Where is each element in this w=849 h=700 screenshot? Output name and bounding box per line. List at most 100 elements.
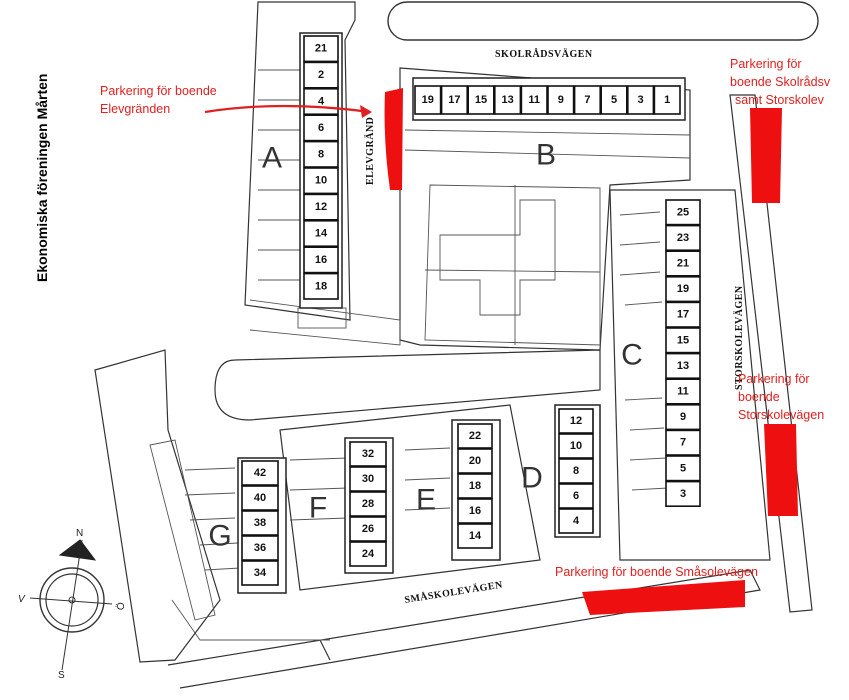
unit-c-4: 17 bbox=[665, 301, 701, 328]
unit-number: 18 bbox=[315, 280, 327, 292]
unit-b-3: 13 bbox=[493, 85, 522, 115]
unit-c-0: 25 bbox=[665, 199, 701, 226]
parking-storskolevagen bbox=[764, 424, 798, 516]
unit-number: 34 bbox=[254, 567, 267, 579]
street-storskolevagen: STORSKOLEVÄGEN bbox=[732, 285, 745, 390]
unit-b-9: 1 bbox=[653, 85, 681, 115]
unit-e-0: 22 bbox=[457, 423, 493, 449]
unit-c-5: 15 bbox=[665, 327, 701, 354]
parking-elevgranden bbox=[384, 88, 403, 190]
unit-number: 21 bbox=[315, 43, 327, 55]
unit-a-0: 21 bbox=[303, 35, 339, 63]
unit-a-9: 18 bbox=[303, 272, 339, 300]
unit-number: 14 bbox=[315, 228, 328, 240]
unit-e-3: 16 bbox=[457, 498, 493, 524]
unit-number: 18 bbox=[469, 480, 481, 492]
unit-b-4: 11 bbox=[520, 85, 548, 115]
compass-v: V bbox=[18, 594, 26, 605]
unit-number: 24 bbox=[362, 548, 375, 560]
block-letter-g: G bbox=[208, 520, 231, 553]
block-letter-f: F bbox=[309, 492, 327, 525]
street-elevgranden: ELEVGRÄND bbox=[363, 117, 376, 185]
unit-number: 20 bbox=[469, 455, 481, 467]
unit-number: 23 bbox=[677, 232, 689, 244]
unit-number: 5 bbox=[611, 94, 617, 106]
unit-b-5: 9 bbox=[547, 85, 575, 115]
unit-e-2: 18 bbox=[457, 473, 493, 499]
unit-number: 11 bbox=[528, 94, 540, 106]
unit-b-2: 15 bbox=[467, 85, 495, 115]
inner-loop-road bbox=[214, 349, 601, 421]
unit-number: 19 bbox=[422, 94, 434, 106]
parking-smaskolevagen bbox=[582, 580, 745, 615]
unit-number: 38 bbox=[254, 517, 266, 529]
block-letter-b: B bbox=[536, 139, 556, 172]
unit-b-6: 7 bbox=[573, 85, 601, 115]
block-letter-c: C bbox=[621, 339, 643, 372]
label-smaskolevagen: Parkering för boende Småsolevägen bbox=[555, 565, 758, 579]
unit-number: 16 bbox=[469, 505, 481, 517]
smaskolevagen-road bbox=[167, 569, 761, 689]
label-skolradsv-1: Parkering för bbox=[730, 57, 802, 71]
compass-o: Ö bbox=[114, 601, 127, 611]
block-g: 42 40 38 36 34 G bbox=[208, 457, 287, 594]
unit-number: 2 bbox=[318, 69, 324, 81]
unit-a-6: 12 bbox=[303, 193, 339, 221]
unit-c-1: 23 bbox=[665, 224, 701, 252]
unit-number: 15 bbox=[475, 94, 487, 106]
unit-number: 4 bbox=[573, 515, 580, 527]
unit-d-2: 8 bbox=[558, 458, 594, 484]
unit-c-11: 3 bbox=[665, 480, 701, 508]
unit-a-5: 10 bbox=[303, 167, 339, 195]
unit-c-10: 5 bbox=[665, 455, 701, 482]
unit-number: 8 bbox=[318, 148, 324, 160]
unit-number: 12 bbox=[315, 201, 327, 213]
site-outline bbox=[94, 1, 771, 663]
unit-number: 5 bbox=[680, 462, 686, 474]
block-e: 22 20 18 16 14 E bbox=[416, 419, 501, 561]
parking-areas bbox=[384, 88, 798, 615]
unit-number: 17 bbox=[448, 94, 460, 106]
unit-number: 3 bbox=[680, 488, 686, 500]
unit-number: 14 bbox=[469, 530, 482, 542]
unit-number: 9 bbox=[680, 411, 686, 423]
unit-number: 19 bbox=[677, 283, 689, 295]
unit-number: 6 bbox=[573, 490, 579, 502]
unit-number: 36 bbox=[254, 542, 266, 554]
unit-number: 26 bbox=[362, 523, 374, 535]
unit-number: 21 bbox=[677, 258, 689, 270]
unit-g-1: 40 bbox=[241, 485, 279, 511]
label-elevgranden-1: Parkering för boende bbox=[100, 84, 217, 98]
unit-number: 7 bbox=[680, 437, 686, 449]
unit-c-8: 9 bbox=[665, 403, 701, 431]
unit-number: 25 bbox=[677, 206, 689, 218]
unit-number: 6 bbox=[318, 122, 324, 134]
label-skolradsv-3: samt Storskolev bbox=[735, 93, 825, 107]
unit-f-2: 28 bbox=[349, 491, 387, 517]
block-letter-e: E bbox=[416, 484, 436, 517]
unit-b-0: 19 bbox=[414, 85, 442, 115]
unit-number: 13 bbox=[677, 360, 689, 372]
unit-e-4: 14 bbox=[457, 523, 493, 549]
unit-number: 42 bbox=[254, 467, 266, 479]
unit-a-2: 4 bbox=[303, 88, 339, 116]
unit-g-2: 38 bbox=[241, 510, 279, 536]
unit-number: 10 bbox=[315, 175, 327, 187]
unit-number: 7 bbox=[584, 94, 590, 106]
unit-d-1: 10 bbox=[558, 433, 594, 459]
unit-a-4: 8 bbox=[303, 140, 339, 168]
unit-number: 28 bbox=[362, 498, 374, 510]
parking-labels: Parkering för boende Elevgränden Parkeri… bbox=[100, 57, 831, 579]
unit-number: 9 bbox=[558, 94, 564, 106]
unit-number: 40 bbox=[254, 492, 266, 504]
compass-n: N bbox=[76, 528, 83, 539]
unit-d-3: 6 bbox=[558, 483, 594, 509]
unit-number: 17 bbox=[677, 309, 689, 321]
unit-e-1: 20 bbox=[457, 448, 493, 474]
unit-a-8: 16 bbox=[303, 246, 339, 274]
